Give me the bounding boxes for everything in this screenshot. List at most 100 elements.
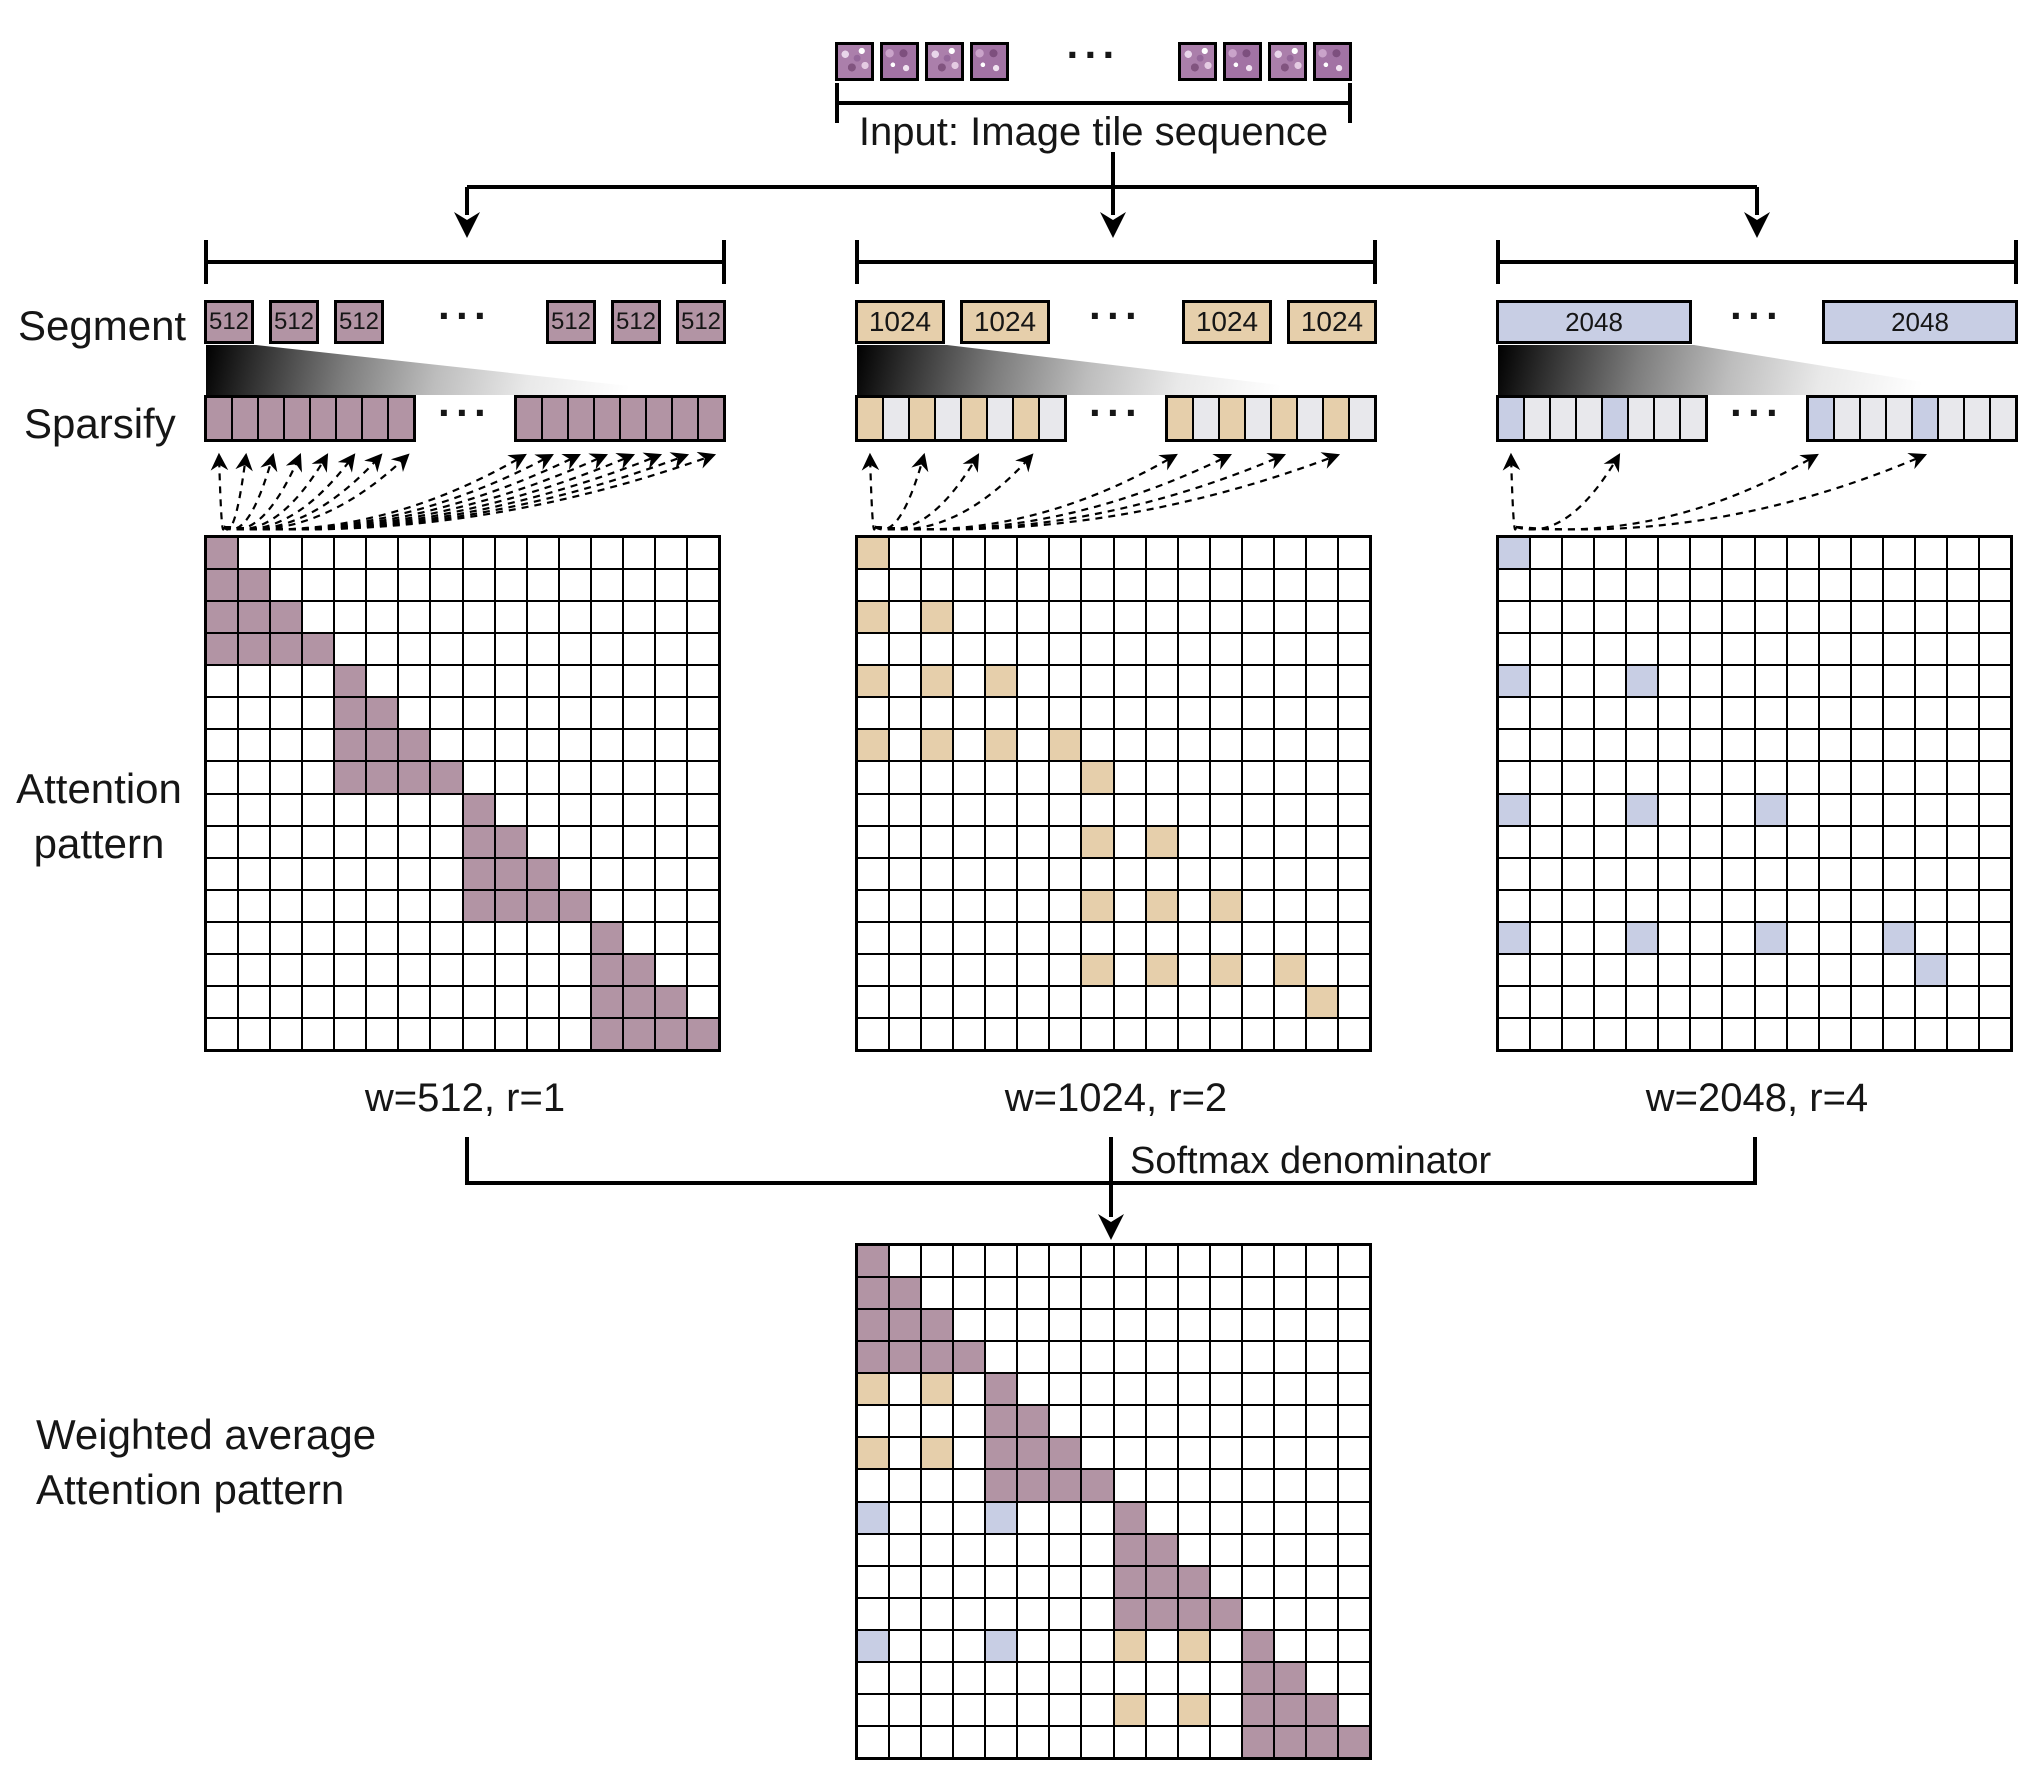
grid-cell — [1081, 537, 1114, 570]
grid-cell — [1113, 633, 1146, 666]
grid-cell — [1594, 729, 1627, 762]
grid-cell — [1241, 985, 1274, 1018]
attention-grid — [855, 535, 1372, 1052]
grid-cell — [622, 857, 655, 890]
grid-cell — [1209, 1341, 1242, 1374]
grid-cell — [654, 1017, 687, 1050]
grid-cell — [1049, 825, 1082, 858]
grid-cell — [686, 729, 719, 762]
grid-cell — [889, 633, 922, 666]
grid-cell — [985, 825, 1018, 858]
grid-cell — [1498, 793, 1531, 826]
grid-cell — [1594, 857, 1627, 890]
branch-drop-center — [1111, 152, 1115, 215]
grid-cell — [1209, 1597, 1242, 1630]
sparsify-cell — [206, 397, 232, 440]
grid-cell — [270, 633, 303, 666]
grid-cell — [366, 889, 399, 922]
grid-cell — [526, 985, 559, 1018]
grid-cell — [1337, 921, 1370, 954]
grid-cell — [526, 793, 559, 826]
grid-cell — [857, 953, 890, 986]
grid-cell — [1241, 857, 1274, 890]
grid-cell — [1145, 793, 1178, 826]
grid-cell — [1978, 633, 2011, 666]
grid-cell — [1882, 761, 1915, 794]
grid-cell — [857, 825, 890, 858]
grid-cell — [1017, 665, 1050, 698]
grid-cell — [1241, 1661, 1274, 1694]
grid-cell — [1337, 1533, 1370, 1566]
grid-cell — [1177, 1597, 1210, 1630]
grid-cell — [1562, 665, 1595, 698]
grid-cell — [921, 1277, 954, 1310]
grid-cell — [1305, 1469, 1338, 1502]
grid-cell — [857, 1693, 890, 1726]
grid-cell — [1049, 889, 1082, 922]
grid-cell — [1722, 729, 1755, 762]
segment-row: 2048···2048 — [1496, 295, 2018, 347]
grid-cell — [889, 1597, 922, 1630]
segment-bracket — [855, 260, 1377, 264]
grid-cell — [1530, 697, 1563, 730]
grid-cell — [398, 825, 431, 858]
grid-cell — [1850, 825, 1883, 858]
grid-cell — [1658, 793, 1691, 826]
grid-cell — [1978, 601, 2011, 634]
grid-cell — [590, 889, 623, 922]
grid-cell — [366, 601, 399, 634]
grid-cell — [1562, 921, 1595, 954]
sparsify-cell — [516, 397, 542, 440]
grid-cell — [1946, 729, 1979, 762]
weighted-average-label: Weighted average Attention pattern — [36, 1411, 377, 1513]
grid-cell — [494, 921, 527, 954]
grid-cell — [206, 889, 239, 922]
sparsify-cell — [1498, 397, 1524, 440]
grid-cell — [1049, 569, 1082, 602]
grid-cell — [1209, 633, 1242, 666]
grid-cell — [462, 985, 495, 1018]
grid-cell — [1690, 953, 1723, 986]
grid-cell — [1658, 601, 1691, 634]
grid-cell — [1273, 633, 1306, 666]
grid-cell — [1113, 793, 1146, 826]
grid-cell — [1882, 569, 1915, 602]
grid-cell — [1081, 1373, 1114, 1406]
grid-cell — [430, 697, 463, 730]
grid-cell — [1818, 569, 1851, 602]
grid-cell — [206, 761, 239, 794]
grid-cell — [1017, 1533, 1050, 1566]
grid-cell — [985, 1565, 1018, 1598]
grid-cell — [1145, 1661, 1178, 1694]
segment-box: 1024 — [1182, 300, 1272, 344]
grid-cell — [1305, 1341, 1338, 1374]
grid-cell — [526, 601, 559, 634]
grid-cell — [1305, 1437, 1338, 1470]
grid-cell — [1049, 1693, 1082, 1726]
grid-cell — [1273, 953, 1306, 986]
grid-cell — [1017, 825, 1050, 858]
grid-cell — [334, 633, 367, 666]
grid-cell — [1594, 1017, 1627, 1050]
grid-cell — [953, 825, 986, 858]
zoom-wedge — [857, 345, 1362, 395]
grid-cell — [302, 985, 335, 1018]
grid-cell — [1337, 633, 1370, 666]
image-tile — [970, 41, 1009, 81]
grid-cell — [1850, 985, 1883, 1018]
grid-cell — [1017, 889, 1050, 922]
grid-cell — [1177, 1405, 1210, 1438]
grid-cell — [1273, 1469, 1306, 1502]
grid-cell — [1850, 857, 1883, 890]
grid-cell — [398, 729, 431, 762]
grid-cell — [526, 729, 559, 762]
grid-cell — [1305, 953, 1338, 986]
grid-cell — [1305, 1501, 1338, 1534]
grid-cell — [1049, 1629, 1082, 1662]
grid-cell — [494, 825, 527, 858]
grid-cell — [1882, 793, 1915, 826]
grid-cell — [366, 953, 399, 986]
branch-drop-left — [465, 187, 469, 215]
grid-cell — [238, 569, 271, 602]
grid-cell — [334, 889, 367, 922]
